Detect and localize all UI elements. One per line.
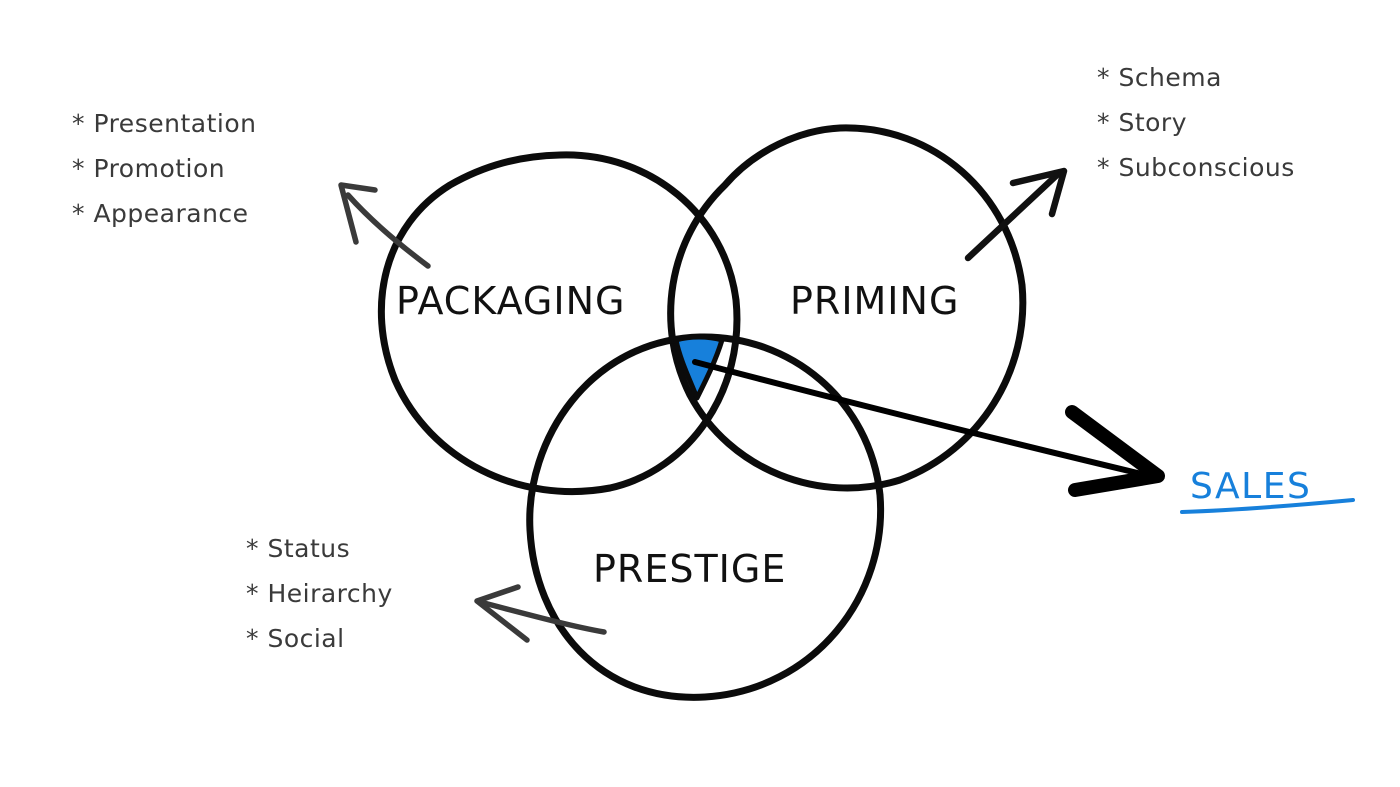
sales-arrow — [692, 359, 1165, 497]
priming-circle — [667, 124, 1027, 492]
prestige-circle — [526, 333, 885, 701]
prestige-item-1: * Status — [246, 534, 350, 563]
prestige-arrow — [474, 584, 607, 643]
prestige-item-2: * Heirarchy — [246, 579, 393, 608]
priming-item-3: * Subconscious — [1097, 153, 1295, 182]
packaging-item-1: * Presentation — [72, 109, 256, 138]
center-intersection — [673, 334, 725, 401]
packaging-circle — [377, 151, 741, 495]
priming-item-1: * Schema — [1097, 63, 1222, 92]
packaging-item-3: * Appearance — [72, 199, 249, 228]
priming-label: PRIMING — [790, 279, 959, 323]
sales-underline — [1180, 498, 1355, 514]
prestige-label: PRESTIGE — [593, 547, 786, 591]
priming-arrow — [964, 167, 1068, 262]
priming-item-2: * Story — [1097, 108, 1187, 137]
packaging-arrow — [338, 182, 431, 269]
prestige-item-3: * Social — [246, 624, 345, 653]
packaging-label: PACKAGING — [396, 279, 625, 323]
sales-label: SALES — [1190, 466, 1311, 507]
packaging-item-2: * Promotion — [72, 154, 225, 183]
